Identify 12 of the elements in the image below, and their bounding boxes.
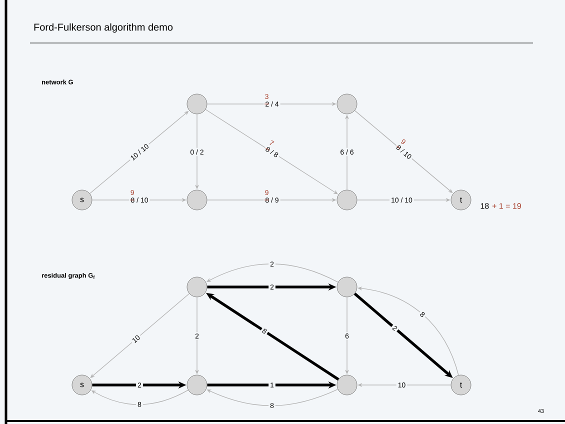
flow-increment: + 1 = 19 bbox=[492, 203, 521, 209]
vertex-circle bbox=[336, 276, 358, 298]
vertex-circle bbox=[186, 276, 208, 298]
vertex-circle bbox=[336, 374, 358, 396]
vertex-circle bbox=[186, 374, 208, 396]
vertex-circle bbox=[336, 94, 358, 114]
arrow bbox=[205, 109, 338, 194]
vertex-circle bbox=[186, 190, 208, 210]
title: Ford-Fulkerson algorithm demo bbox=[34, 23, 173, 33]
flow-value: 18 bbox=[480, 203, 489, 209]
vertex-circle bbox=[186, 94, 208, 114]
vertex-circle bbox=[336, 190, 358, 210]
